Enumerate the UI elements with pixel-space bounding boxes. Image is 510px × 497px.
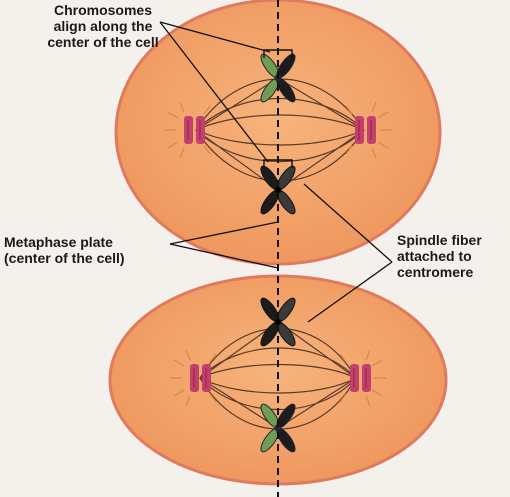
- label-metaphase-plate: Metaphase plate (center of the cell): [4, 234, 174, 266]
- label-line: align along the: [24, 18, 182, 34]
- label-line: centromere: [397, 264, 507, 280]
- label-chromosomes-align: Chromosomes align along the center of th…: [24, 2, 182, 50]
- bottom-cell: [110, 276, 446, 484]
- label-line: Chromosomes: [24, 2, 182, 18]
- label-line: Metaphase plate: [4, 234, 174, 250]
- label-spindle-fiber: Spindle fiber attached to centromere: [397, 232, 507, 280]
- label-line: attached to: [397, 248, 507, 264]
- label-line: center of the cell: [24, 34, 182, 50]
- label-line: Spindle fiber: [397, 232, 507, 248]
- bottom-cell-body: [110, 276, 446, 484]
- label-line: (center of the cell): [4, 250, 174, 266]
